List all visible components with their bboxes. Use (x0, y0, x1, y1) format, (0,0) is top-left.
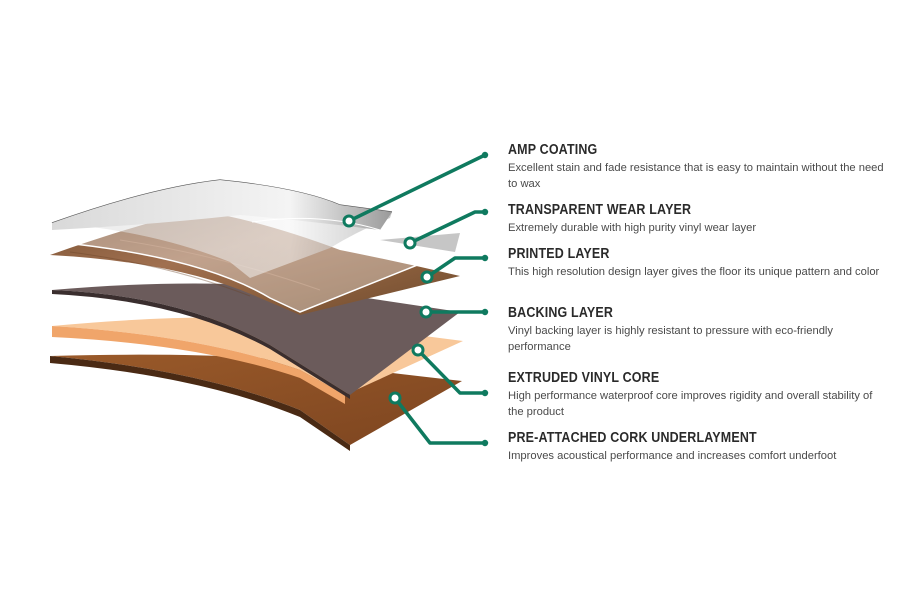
layer-title: EXTRUDED VINYL CORE (508, 370, 660, 386)
layer-title: TRANSPARENT WEAR LAYER (508, 202, 692, 218)
layer-description: Extremely durable with high purity vinyl… (508, 222, 757, 234)
end-dot-icon (481, 254, 489, 262)
layer-description: High performance waterproof core improve… (508, 390, 873, 418)
label-cork-underlayment: PRE-ATTACHED CORK UNDERLAYMENT Improves … (508, 430, 888, 465)
callout-connectors (347, 153, 487, 445)
backing-layer (52, 283, 460, 399)
anchor-dot-icon (411, 343, 425, 357)
label-transparent-wear-layer: TRANSPARENT WEAR LAYER Extremely durable… (508, 202, 888, 237)
connector-amp-coating (347, 153, 487, 223)
connector-cork-underlayment (393, 396, 487, 445)
anchor-dot-icon (342, 214, 356, 228)
end-dot-icon (481, 439, 489, 447)
layer-description: Excellent stain and fade resistance that… (508, 162, 884, 190)
label-extruded-vinyl-core: EXTRUDED VINYL CORE High performance wat… (508, 370, 888, 420)
amp-coating-layer (51, 179, 393, 278)
connector-wear-layer (408, 210, 487, 245)
anchor-dot-icon (420, 270, 434, 284)
end-dot-icon (481, 308, 489, 316)
layer-title: AMP COATING (508, 142, 598, 158)
layer-title: PRE-ATTACHED CORK UNDERLAYMENT (508, 430, 757, 446)
layer-description: Improves acoustical performance and incr… (508, 450, 837, 462)
label-amp-coating: AMP COATING Excellent stain and fade res… (508, 142, 888, 192)
anchor-dot-icon (419, 305, 433, 319)
connector-vinyl-core (416, 348, 487, 395)
anchor-dot-icon (388, 391, 402, 405)
layer-title: PRINTED LAYER (508, 246, 610, 262)
end-dot-icon (481, 151, 489, 159)
layer-description: Vinyl backing layer is highly resistant … (508, 325, 833, 353)
end-dot-icon (481, 389, 489, 397)
connector-printed-layer (425, 256, 487, 279)
anchor-dot-icon (403, 236, 417, 250)
layer-description: This high resolution design layer gives … (508, 266, 880, 278)
end-dot-icon (481, 208, 489, 216)
label-printed-layer: PRINTED LAYER This high resolution desig… (508, 246, 888, 281)
callout-dots (342, 151, 489, 447)
layer-title: BACKING LAYER (508, 305, 614, 321)
label-backing-layer: BACKING LAYER Vinyl backing layer is hig… (508, 305, 888, 355)
